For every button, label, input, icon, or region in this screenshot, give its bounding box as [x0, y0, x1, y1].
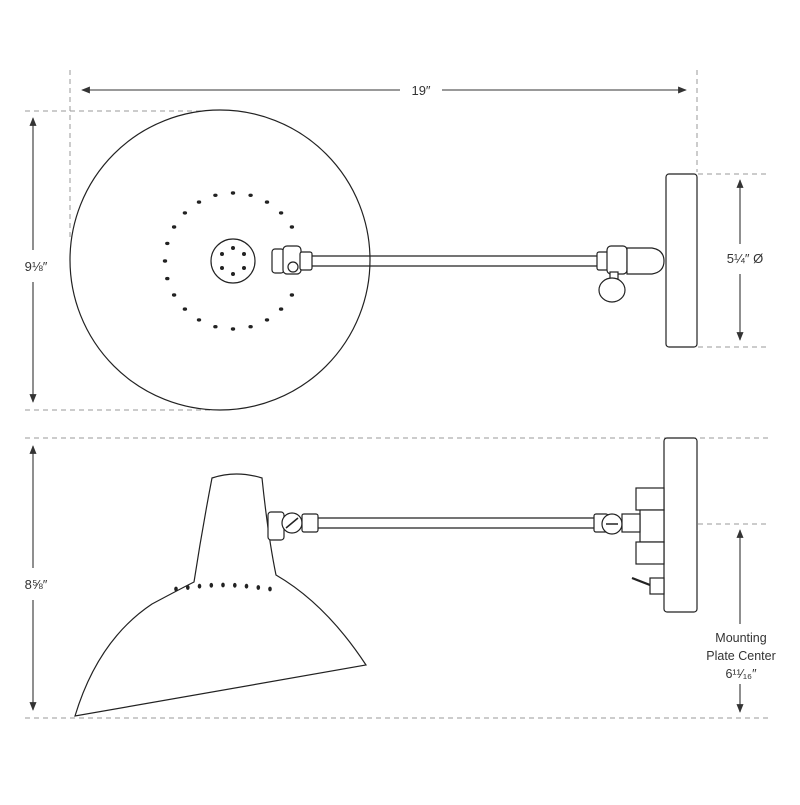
- vent-hole: [165, 276, 170, 281]
- vent-hole: [213, 193, 218, 197]
- vent-hole: [248, 193, 253, 197]
- plate-diameter-dimension: 5¼″ Ø: [727, 179, 763, 341]
- top-adjust-knob: [598, 277, 626, 303]
- plate-diameter-label: 5¼″ Ø: [727, 251, 763, 266]
- mounting-label-value: 6¹¹⁄₁₆″: [725, 667, 757, 681]
- vent-hole: [230, 327, 236, 331]
- side-vent-hole: [186, 585, 190, 590]
- mounting-label-line2: Plate Center: [706, 649, 775, 663]
- side-height-label: 8⅝″: [25, 577, 48, 592]
- side-vent-hole: [221, 582, 225, 588]
- top-wall-knuckle: [596, 245, 665, 303]
- vent-hole: [182, 211, 188, 215]
- side-bracket-upper: [635, 487, 665, 511]
- side-view: [74, 437, 698, 717]
- side-wall-plate: [663, 437, 698, 613]
- guide-lines: [25, 70, 770, 719]
- side-shade: [74, 473, 368, 717]
- vent-hole: [162, 259, 168, 263]
- side-toggle-switch: [631, 576, 665, 595]
- top-socket-cap: [210, 238, 256, 284]
- side-vent-hole: [256, 585, 261, 590]
- top-height-label: 9⅛″: [25, 259, 48, 274]
- side-vent-hole: [174, 586, 178, 592]
- top-wall-plate: [665, 173, 698, 348]
- vent-hole: [171, 225, 177, 229]
- vent-hole: [264, 318, 270, 322]
- width-dimension: 19″: [81, 83, 687, 98]
- side-bracket-mid: [639, 509, 665, 543]
- side-vent-hole: [197, 583, 202, 589]
- vent-hole: [165, 241, 170, 246]
- vent-hole: [264, 200, 270, 204]
- vent-hole: [278, 307, 284, 311]
- vent-hole: [213, 325, 218, 329]
- vent-hole: [196, 200, 202, 204]
- mounting-center-dimension: Mounting Plate Center 6¹¹⁄₁₆″: [706, 529, 776, 713]
- vent-hole: [289, 225, 295, 229]
- top-view: [69, 109, 698, 411]
- side-vent-hole: [244, 583, 249, 589]
- top-vent-holes: [162, 191, 295, 331]
- side-height-dimension: 8⅝″: [25, 445, 48, 711]
- vent-hole: [171, 293, 177, 297]
- side-vent-hole: [209, 582, 214, 588]
- side-bracket-lower: [635, 541, 665, 565]
- side-vent-holes: [174, 582, 272, 592]
- top-shade-knuckle: [271, 245, 313, 275]
- top-socket-holes: [220, 246, 246, 276]
- vent-hole: [278, 211, 284, 215]
- side-vent-hole: [268, 586, 272, 592]
- side-wall-knuckle: [593, 513, 641, 535]
- side-vent-hole: [233, 582, 237, 588]
- width-label: 19″: [411, 83, 430, 98]
- side-shade-knuckle: [267, 511, 319, 541]
- top-height-dimension: 9⅛″: [25, 117, 48, 403]
- vent-hole: [289, 293, 295, 297]
- vent-hole: [248, 325, 253, 329]
- mounting-label-line1: Mounting: [715, 631, 766, 645]
- vent-hole: [230, 191, 236, 195]
- vent-hole: [196, 318, 202, 322]
- vent-hole: [182, 307, 188, 311]
